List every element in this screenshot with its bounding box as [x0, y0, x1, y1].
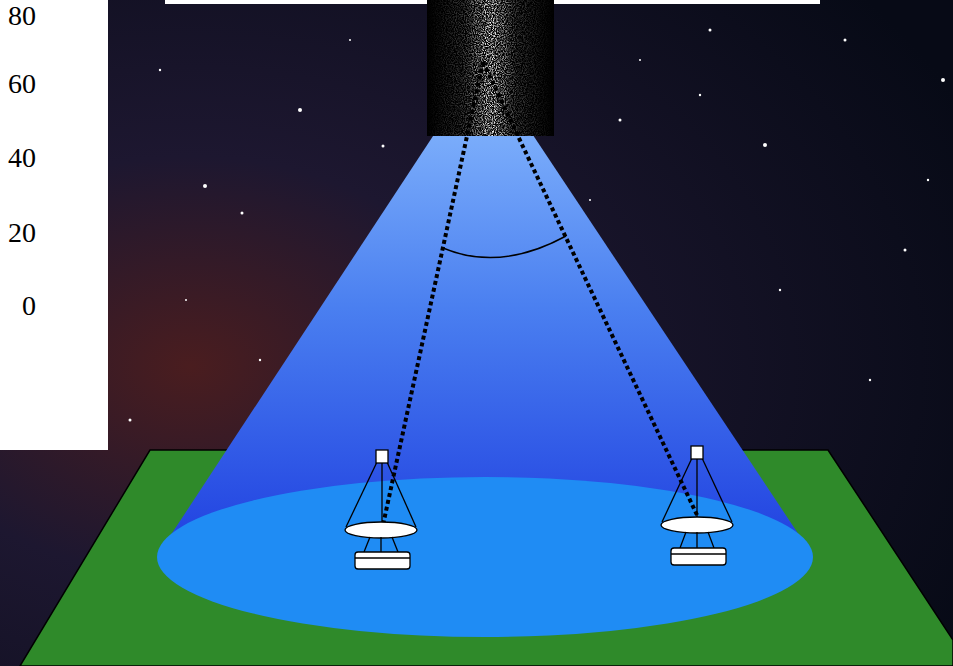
- angle-arc: [443, 236, 566, 258]
- axis-tick-label: 60: [8, 70, 36, 98]
- axis-tick-label: 0: [22, 292, 36, 320]
- dish-antenna: [345, 450, 417, 569]
- dish-antenna: [661, 446, 733, 565]
- source-image: [427, 0, 554, 136]
- axis-tick-label: 20: [8, 219, 36, 247]
- chart-panel: [0, 0, 108, 450]
- ray-line: [383, 62, 483, 525]
- ground: [20, 450, 953, 666]
- source-noise: [427, 0, 554, 136]
- axis-tick-label: 40: [8, 144, 36, 172]
- source-mask: [427, 0, 554, 136]
- axis-tick-label: 80: [8, 2, 36, 30]
- ray-line: [483, 62, 697, 515]
- beam-footprint: [157, 477, 813, 637]
